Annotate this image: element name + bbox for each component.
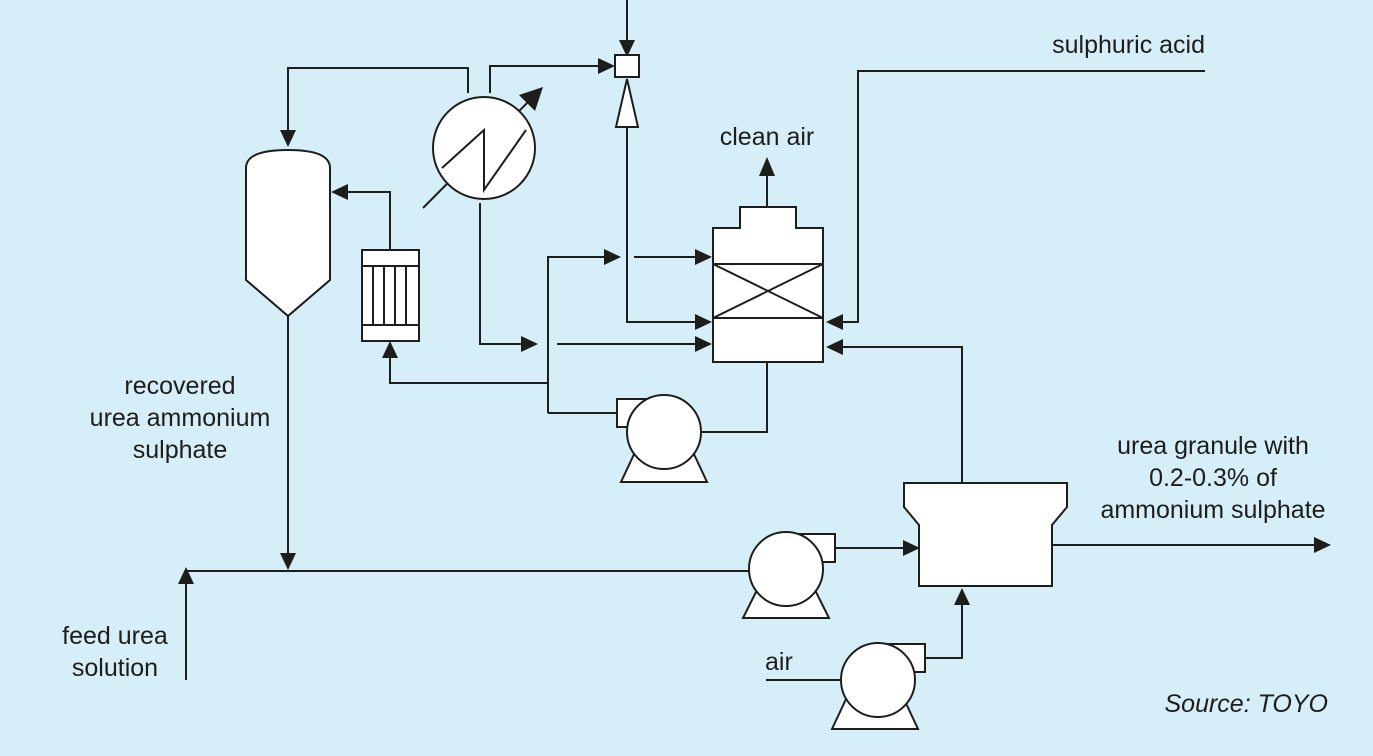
separator-vessel xyxy=(245,148,331,318)
labels: sulphuric acid clean air recovered urea … xyxy=(62,31,1328,718)
arrow-up-clean-air xyxy=(759,157,775,176)
filter xyxy=(361,249,420,342)
arrow-right-scrubber-3 xyxy=(695,336,712,352)
arrow-left-vessel xyxy=(331,184,348,200)
arrow-left-acid xyxy=(826,314,843,330)
label-feed-line1: feed urea xyxy=(62,622,168,650)
arrow-right-ejector xyxy=(598,58,615,74)
arrow-right-scrubber-2 xyxy=(695,314,712,330)
arrow-up-air-granulator xyxy=(954,588,970,605)
arrow-right-product xyxy=(1314,537,1331,553)
air-pump xyxy=(830,642,926,730)
arrow-down-ejector xyxy=(619,40,635,57)
recirculation-pump xyxy=(616,394,709,483)
label-recovered-line3: sulphate xyxy=(133,436,228,464)
arrow-up-feed xyxy=(178,567,194,584)
label-granule-line1: urea granule with xyxy=(1117,432,1309,460)
scrubber xyxy=(712,206,824,363)
arrow-up-filter xyxy=(382,341,398,358)
label-air: air xyxy=(765,648,793,676)
arrowheads xyxy=(178,40,1331,688)
feed-pump xyxy=(741,531,836,619)
granulator xyxy=(903,482,1068,587)
label-clean-air: clean air xyxy=(720,123,815,151)
arrow-down-vessel xyxy=(280,130,296,147)
label-sulphuric-acid: sulphuric acid xyxy=(1052,31,1205,59)
arrow-down-feed xyxy=(280,553,296,570)
label-granule-line2: 0.2-0.3% of xyxy=(1149,464,1277,492)
arrow-right-mid-2 xyxy=(521,336,538,352)
label-recovered-line2: urea ammonium xyxy=(90,404,271,432)
arrow-left-granulator-exhaust xyxy=(826,339,843,355)
ejector xyxy=(614,54,640,128)
label-feed-line2: solution xyxy=(72,654,158,682)
arrow-diag-exchanger xyxy=(519,87,543,111)
label-source: Source: TOYO xyxy=(1165,690,1329,718)
arrow-right-mid-1 xyxy=(604,249,621,265)
label-recovered-line1: recovered xyxy=(124,372,235,400)
arrow-right-granulator xyxy=(903,540,920,556)
label-granule-line3: ammonium sulphate xyxy=(1100,496,1325,524)
heat-exchanger xyxy=(432,96,536,200)
arrow-right-scrubber-1 xyxy=(695,249,712,265)
